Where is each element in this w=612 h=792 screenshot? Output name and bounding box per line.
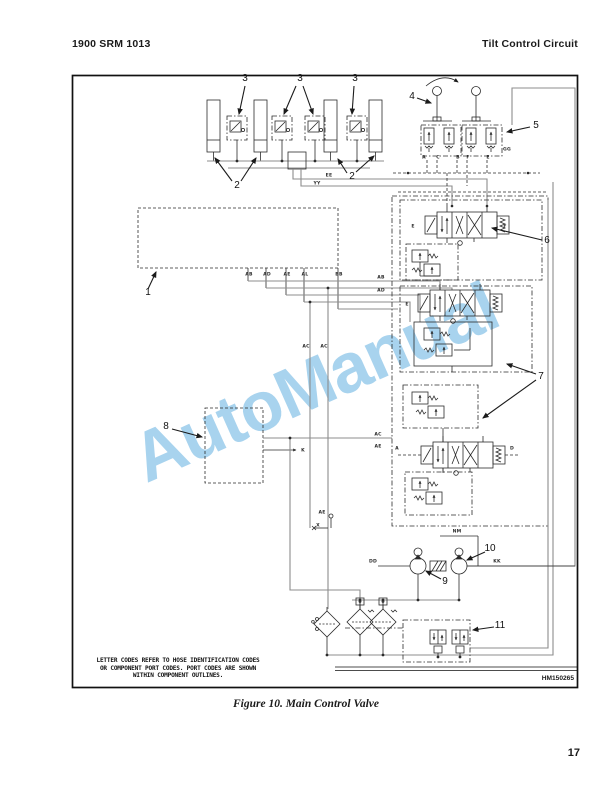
section-title: Tilt Control Circuit — [482, 38, 578, 50]
page-number: 17 — [567, 747, 580, 759]
drawing-code: HM150265 — [541, 675, 574, 682]
note-line: WITHIN COMPONENT OUTLINES. — [132, 672, 224, 680]
note-text: LETTER CODES REFER TO HOSE IDENTIFICATIO… — [84, 657, 272, 680]
figure-caption: Figure 10. Main Control Valve — [232, 698, 379, 710]
note-line: LETTER CODES REFER TO HOSE IDENTIFICATIO… — [96, 657, 260, 664]
note-line: OR COMPONENT PORT CODES. PORT CODES ARE … — [99, 664, 257, 672]
document-number: 1900 SRM 1013 — [72, 38, 151, 50]
